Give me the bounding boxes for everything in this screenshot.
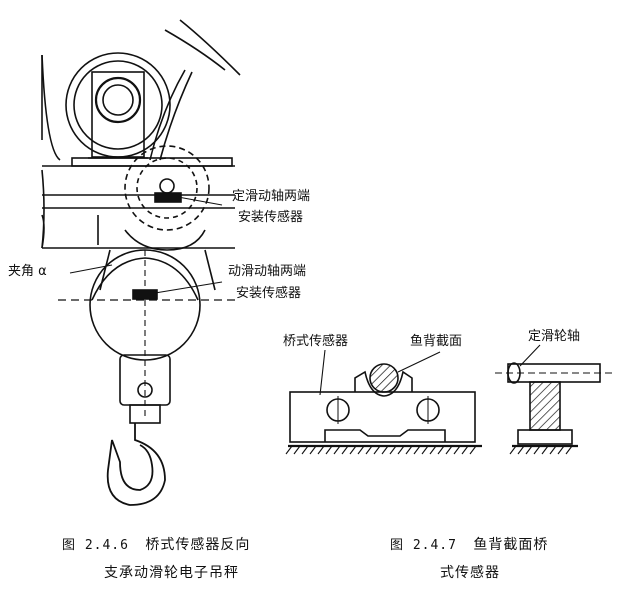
label-moving-pulley-1: 动滑动轴两端 [228,264,306,279]
fishback-sensor-drawing [288,363,482,448]
side-view-drawing [495,362,612,448]
trolley-right-arm [179,19,241,76]
label-fixed-shaft: 定滑轮轴 [528,329,580,344]
caption-fig2-line1: 图 2.4.7 鱼背截面桥 [390,534,548,554]
sensor-feet [324,429,446,442]
hook [106,423,166,506]
trolley-left-arm [41,54,61,161]
caption-fig1-line2: 支承动滑轮电子吊秤 [104,565,239,581]
label-fixed-pulley-2: 安装传感器 [238,209,303,225]
bridge-sensor-body [289,391,476,443]
trolley-wheel [65,52,171,158]
side-ground-hatch [509,445,573,455]
label-bridge-sensor: 桥式传感器 [283,333,348,349]
label-fishback: 鱼背截面 [410,333,462,349]
caption-fig2-line2: 式传感器 [440,565,500,581]
moving-pulley-sensor [132,289,158,300]
caption-fig1-number: 图 2.4.6 [62,538,129,553]
leader-lines-fig2 [319,344,541,396]
label-angle: 夹角 α [8,264,47,279]
caption-fig1-title-1: 桥式传感器反向 [145,537,251,553]
caption-fig2-number: 图 2.4.7 [390,538,457,553]
caption-fig1-line1: 图 2.4.6 桥式传感器反向 [62,534,250,554]
label-fixed-pulley-1: 定滑动轴两端 [232,189,310,204]
side-pedestal [529,381,561,431]
fixed-pulley [124,145,210,231]
fixed-pulley-sensor [154,192,182,203]
leader-lines-fig1 [69,196,223,294]
caption-fig2-title-1: 鱼背截面桥 [473,537,549,553]
ground-hatch [285,445,477,455]
fishback-shaft [369,363,399,393]
bearing-block [91,71,145,158]
fishback-cradle [354,370,413,397]
crane-scale-drawing [41,19,241,506]
side-base [517,429,573,445]
trolley-plate [71,157,233,167]
label-moving-pulley-2: 安装传感器 [236,285,301,301]
